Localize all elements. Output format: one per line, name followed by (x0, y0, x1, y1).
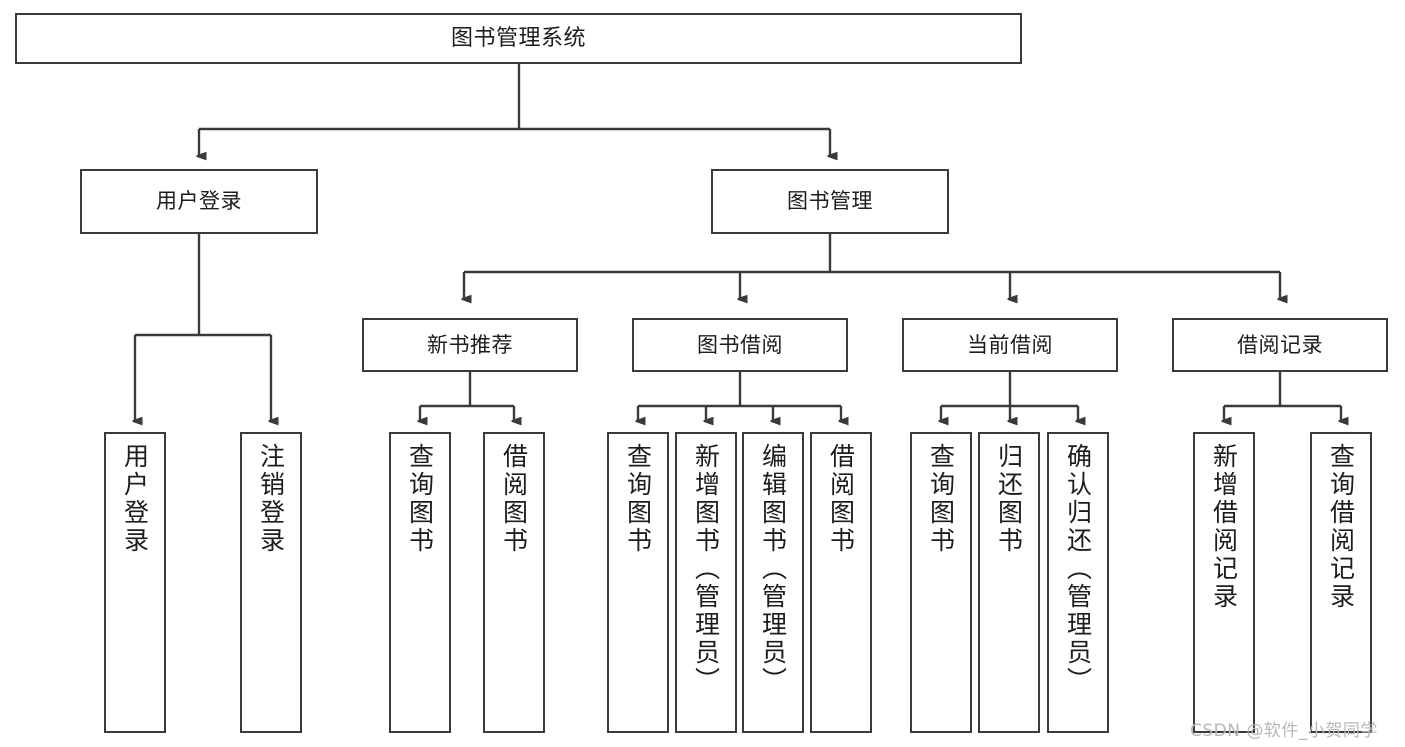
node-label: 图书管理系统 (450, 25, 586, 51)
node-label: 编辑图书（管理员） (758, 443, 788, 695)
node-root-book-management-system[interactable]: 图书管理系统 (15, 13, 1022, 64)
node-current-borrow[interactable]: 当前借阅 (902, 318, 1118, 372)
leaf-user-login[interactable]: 用户登录 (104, 432, 166, 733)
node-label: 当前借阅 (967, 332, 1053, 357)
leaf-edit-book-admin[interactable]: 编辑图书（管理员） (742, 432, 804, 733)
leaf-query-book-current[interactable]: 查询图书 (910, 432, 972, 733)
leaf-return-book[interactable]: 归还图书 (978, 432, 1040, 733)
node-user-login[interactable]: 用户登录 (80, 169, 318, 234)
node-label: 借阅记录 (1237, 332, 1323, 357)
leaf-borrow-book-borrow[interactable]: 借阅图书 (810, 432, 872, 733)
watermark-text: CSDN @软件_小贺同学 (1190, 721, 1378, 741)
node-book-management[interactable]: 图书管理 (711, 169, 949, 234)
leaf-query-book-borrow[interactable]: 查询图书 (607, 432, 669, 733)
leaf-borrow-book-recommend[interactable]: 借阅图书 (483, 432, 545, 733)
node-label: 新增图书（管理员） (691, 443, 721, 695)
node-book-borrow[interactable]: 图书借阅 (632, 318, 848, 372)
leaf-add-book-admin[interactable]: 新增图书（管理员） (675, 432, 737, 733)
node-label: 借阅图书 (826, 443, 856, 555)
node-label: 用户登录 (156, 189, 242, 214)
leaf-add-borrow-record[interactable]: 新增借阅记录 (1193, 432, 1255, 733)
node-label: 查询图书 (926, 443, 956, 555)
leaf-query-borrow-record[interactable]: 查询借阅记录 (1310, 432, 1372, 733)
node-label: 图书借阅 (697, 332, 783, 357)
node-label: 注销登录 (256, 443, 286, 555)
node-borrow-record[interactable]: 借阅记录 (1172, 318, 1388, 372)
node-label: 借阅图书 (499, 443, 529, 555)
leaf-confirm-return-admin[interactable]: 确认归还（管理员） (1047, 432, 1109, 733)
leaf-query-book-recommend[interactable]: 查询图书 (389, 432, 451, 733)
node-label: 用户登录 (120, 443, 150, 555)
node-label: 归还图书 (994, 443, 1024, 555)
node-label: 新书推荐 (427, 332, 513, 357)
leaf-logout-login[interactable]: 注销登录 (240, 432, 302, 733)
node-label: 查询借阅记录 (1326, 443, 1356, 611)
node-label: 确认归还（管理员） (1063, 443, 1093, 695)
node-label: 查询图书 (405, 443, 435, 555)
node-new-book-recommend[interactable]: 新书推荐 (362, 318, 578, 372)
node-label: 查询图书 (623, 443, 653, 555)
node-label: 新增借阅记录 (1209, 443, 1239, 611)
node-label: 图书管理 (787, 189, 873, 214)
